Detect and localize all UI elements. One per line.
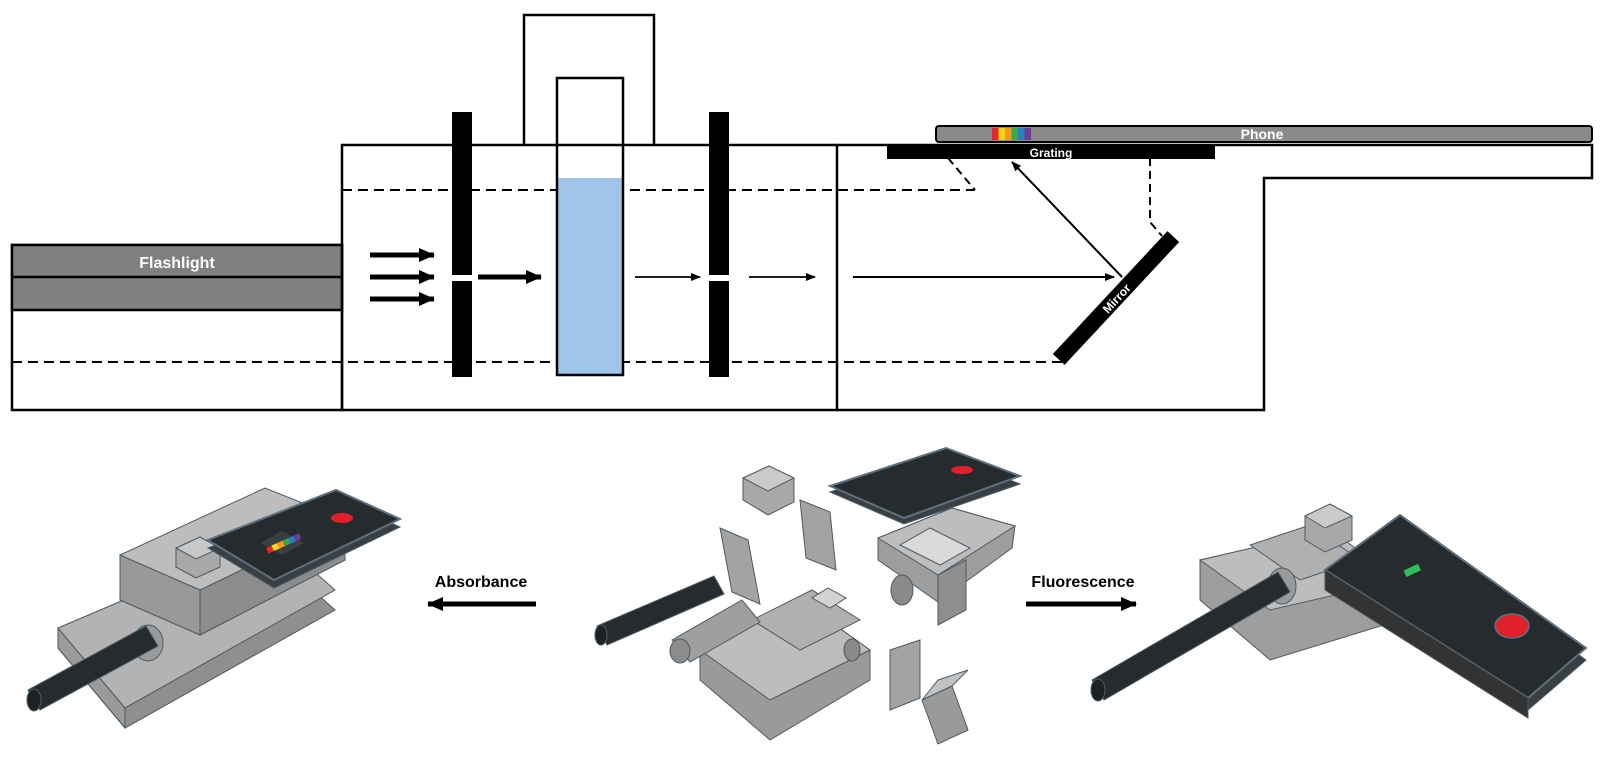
absorbance-label: Absorbance [435,574,528,591]
spectrum-band [276,540,285,549]
spectrum-band [1011,128,1018,140]
spectrum-band [998,128,1005,140]
arrow-up-left-icon [1011,161,1123,278]
screen-dot [1494,613,1530,639]
fluorescence-arrow: Fluorescence [1026,574,1137,611]
exit-slit [709,112,729,377]
phone: Phone [935,125,1593,143]
spectrum-band [293,533,302,542]
sample-liquid [557,178,623,375]
cross-section-schematic: Flashlight [10,13,1594,412]
spectrum-band [266,545,274,554]
exploded-model [594,446,1023,745]
spectrum-strip [992,128,1031,140]
spectrum-band [1018,128,1025,140]
spectrum-band [992,128,999,140]
fluorescence-mark [1403,563,1421,578]
cuvette-cap [522,13,656,145]
spectrum-band [287,535,296,544]
absorbance-assembled-model [26,487,403,730]
screen-dot [331,513,353,523]
flashlight-label: Flashlight [139,255,215,272]
grating: Grating [887,146,1215,160]
fluorescence-assembled-model [1090,503,1588,719]
fluorescence-label: Fluorescence [1031,574,1134,591]
entrance-slit [452,112,472,377]
grating-label: Grating [1030,146,1073,160]
spectrum-band [1024,128,1031,140]
spectrum-band [1005,128,1012,140]
spectrum-band [282,538,291,547]
mirror: Mirror [1052,231,1180,365]
detector-housing [837,143,1594,412]
incident-light-arrows [370,248,435,306]
spectrum-band [271,543,280,552]
absorbance-arrow: Absorbance [427,574,536,611]
sample-housing [340,143,839,412]
spectrum-screen [266,533,302,554]
flashlight-module: Flashlight [10,243,344,412]
cuvette [555,76,625,377]
phone-label: Phone [1241,126,1284,142]
